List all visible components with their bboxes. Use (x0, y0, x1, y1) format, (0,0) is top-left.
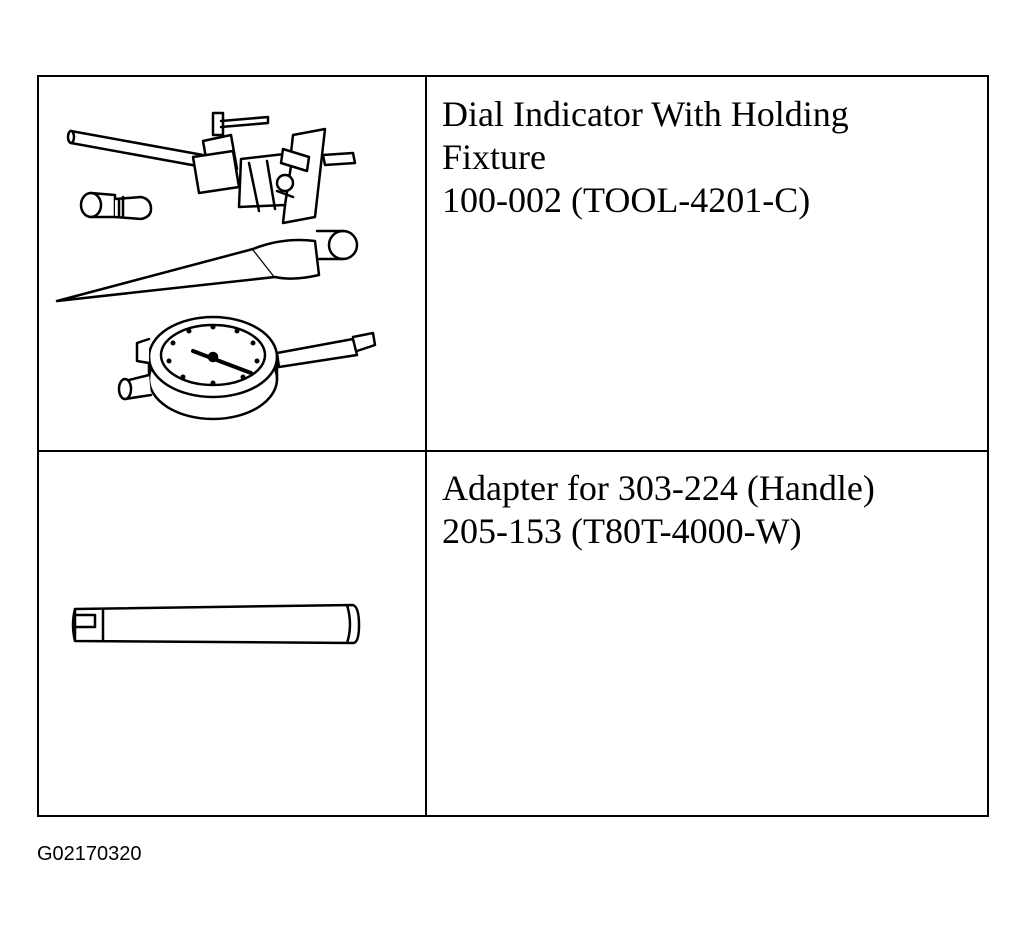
adapter-rod-icon (71, 603, 361, 645)
tool-part-number: 100-002 (TOOL-4201-C) (442, 180, 811, 220)
dial-indicator-with-holding-fixture-icon (55, 111, 377, 421)
tool-name-line: Fixture (442, 137, 546, 177)
tool-name-line: Adapter for 303-224 (Handle) (442, 468, 875, 508)
tool-table: Dial Indicator With Holding Fixture 100-… (37, 75, 989, 817)
row-divider (39, 450, 987, 452)
tool-description-2: Adapter for 303-224 (Handle) 205-153 (T8… (442, 467, 875, 553)
tool-name-line: Dial Indicator With Holding (442, 94, 849, 134)
figure-id: G02170320 (37, 843, 142, 865)
tool-description-1: Dial Indicator With Holding Fixture 100-… (442, 93, 849, 222)
tool-part-number: 205-153 (T80T-4000-W) (442, 511, 802, 551)
column-divider (425, 77, 427, 815)
